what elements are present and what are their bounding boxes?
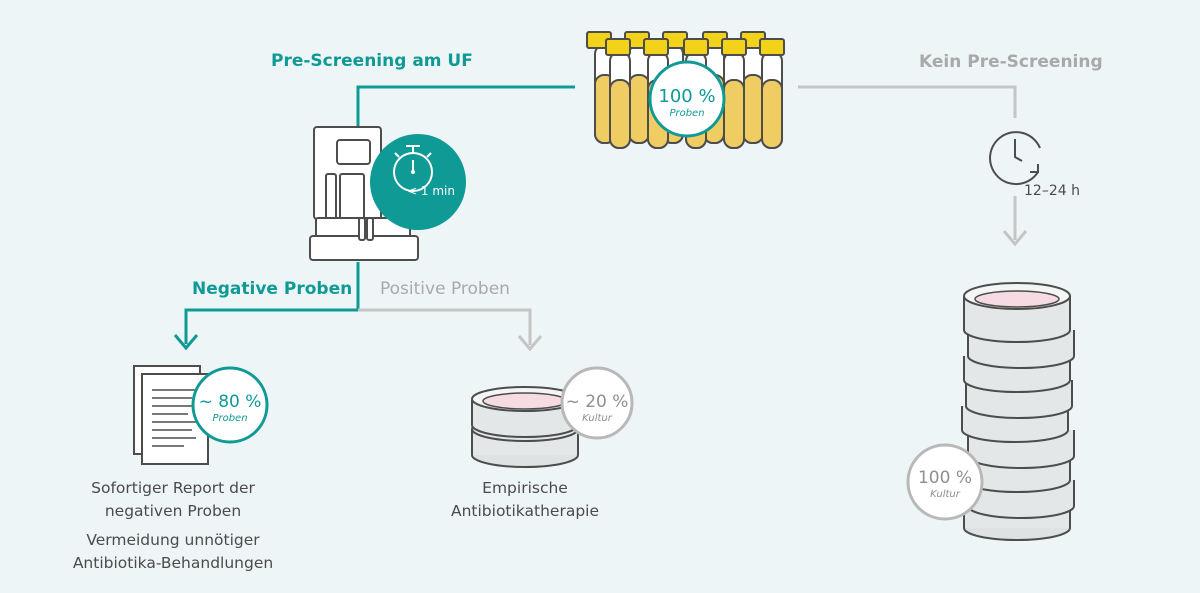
therapy-caption-line2: Antibiotikatherapie [450, 502, 599, 520]
culture-stack-badge-value: 100 % [917, 468, 972, 488]
report-badge-sub: Proben [212, 413, 248, 424]
report-caption-line3: Vermeidung unnötiger [86, 531, 260, 549]
teal-arrowhead [173, 334, 199, 351]
grey-line-positive [358, 308, 532, 345]
pre-screening-label: Pre-Screening am UF [271, 51, 473, 71]
positive-proben-label: Positive Proben [380, 279, 510, 299]
tubes-badge-value: 100 % [658, 86, 716, 107]
report-caption-line4: Antibiotika-Behandlungen [72, 554, 274, 572]
petri-dish-icon [471, 366, 634, 468]
grey-line-right [798, 85, 1017, 118]
culture-badge-circle-small [560, 366, 634, 440]
report-caption: Sofortiger Report der negativen Proben V… [53, 477, 293, 575]
teal-line-bottom [184, 262, 360, 344]
report-badge-circle [191, 366, 269, 444]
documents-icon [133, 365, 269, 465]
tubes-badge-sub: Proben [669, 108, 705, 119]
culture-small-badge-sub: Kultur [582, 413, 612, 424]
tube-rack-icon [586, 31, 785, 149]
tubes-badge-circle [648, 60, 726, 138]
culture-stack-badge-sub: Kultur [930, 489, 960, 500]
report-caption-line1: Sofortiger Report der [91, 479, 255, 497]
grey-arrowhead-right [1002, 230, 1028, 247]
culture-badge-circle-stack [906, 443, 984, 521]
stopwatch-icon [370, 134, 466, 230]
flow-lines [173, 85, 1028, 352]
time-short-label: < 1 min [407, 184, 455, 198]
therapy-caption-line1: Empirische [482, 479, 568, 497]
report-badge-value: ~ 80 % [198, 392, 262, 412]
time-long-label: 12–24 h [1024, 183, 1080, 199]
culture-small-badge-value: ~ 20 % [565, 392, 629, 412]
kein-pre-screening-label: Kein Pre-Screening [919, 52, 1103, 72]
therapy-caption: Empirische Antibiotikatherapie [420, 477, 630, 523]
report-caption-line2: negativen Proben [104, 502, 242, 520]
clock-icon [989, 131, 1041, 186]
negative-proben-label: Negative Proben [192, 279, 353, 299]
grey-arrowhead-positive [517, 335, 543, 352]
petri-stack-icon [906, 282, 1075, 541]
teal-line-top [356, 85, 575, 128]
